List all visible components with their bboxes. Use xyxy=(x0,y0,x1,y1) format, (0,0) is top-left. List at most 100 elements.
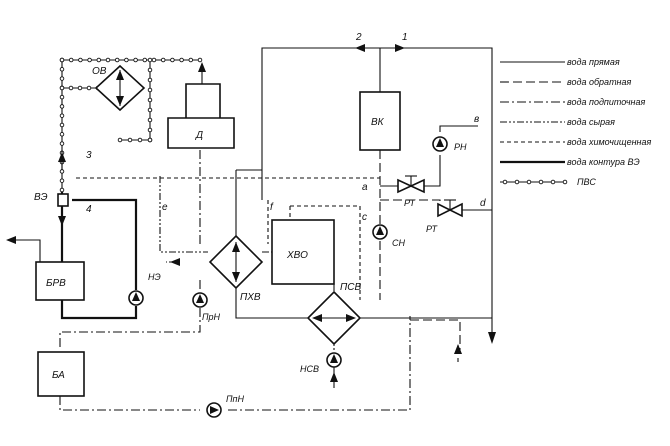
tank-ba xyxy=(37,351,85,397)
pvs-dot xyxy=(188,57,194,63)
legend-label-direct: вода прямая xyxy=(567,57,620,67)
legend-label-pvs: ПВС xyxy=(577,177,596,187)
pump-rn-label: РН xyxy=(454,142,467,152)
pvs-dot xyxy=(117,137,123,143)
pvs-dot xyxy=(147,87,153,93)
pvs-dot xyxy=(59,85,65,91)
pvs-dot xyxy=(133,57,138,63)
valve-rt-lower xyxy=(437,199,463,218)
pvs-dot xyxy=(68,57,74,63)
heat-exchanger-ov-label: ОВ xyxy=(92,66,107,77)
pump-ne xyxy=(128,290,144,306)
point-f-label: f xyxy=(270,202,274,213)
heat-exchanger-pkhv xyxy=(208,234,264,290)
deaerator-d xyxy=(167,83,235,149)
pump-ne-label: НЭ xyxy=(148,272,161,282)
boiler-vk xyxy=(359,91,401,151)
pvs-dot xyxy=(96,57,102,63)
pump-nsv xyxy=(326,352,342,368)
pvs-dot xyxy=(114,57,120,63)
pvs-dot xyxy=(147,107,153,113)
pvs-dot xyxy=(127,137,133,143)
pvs-dot xyxy=(68,85,74,91)
point-4-label: 4 xyxy=(86,204,92,215)
arrow-left-raw-icon xyxy=(170,258,180,266)
pvs-dot xyxy=(59,57,65,63)
pump-ppn xyxy=(206,402,222,418)
pvs-dot xyxy=(147,117,153,123)
pvs-dot xyxy=(59,169,65,174)
pvs-dot xyxy=(59,104,65,109)
pvs-dot xyxy=(78,57,83,63)
pump-rn xyxy=(432,136,448,152)
ejector-ve xyxy=(57,193,69,207)
pvs-dot xyxy=(197,57,203,63)
point-e-label: е xyxy=(162,202,168,213)
pvs-dot xyxy=(147,127,153,133)
return-water-lines xyxy=(379,150,462,362)
deaerator-d-label: Д xyxy=(195,130,203,141)
arrow-left-icon xyxy=(355,44,365,52)
pvs-dot xyxy=(151,57,157,63)
water-treatment-khvo-label: ХВО xyxy=(286,250,308,261)
arrow-up-deaerator-icon xyxy=(198,62,206,72)
pump-ppn-label: ПпН xyxy=(226,394,244,404)
pvs-dot xyxy=(59,187,65,193)
tank-brv-label: БРВ xyxy=(46,278,66,289)
legend-label-makeup: вода подпиточная xyxy=(567,97,645,107)
point-3-label: 3 xyxy=(86,150,92,161)
pvs-dot xyxy=(59,178,65,183)
pvs-dot xyxy=(137,137,143,143)
water-treatment-khvo xyxy=(271,219,335,285)
makeup-water-lines xyxy=(59,150,411,411)
pvs-dot xyxy=(147,137,153,143)
pump-prn-label: ПрН xyxy=(202,312,221,322)
pump-nsv-label: НСВ xyxy=(300,364,319,374)
pump-prn xyxy=(192,292,208,308)
pvs-dot xyxy=(59,141,65,146)
pvs-dot xyxy=(59,67,65,72)
arrow-down-right-icon xyxy=(488,332,496,344)
pvs-dot xyxy=(147,57,153,63)
pvs-dot xyxy=(87,57,92,63)
pvs-dot xyxy=(142,57,148,63)
pump-sn xyxy=(372,224,388,240)
valve-rt-upper-label: РТ xyxy=(404,198,416,208)
heat-exchanger-psv-label: ПСВ xyxy=(340,282,361,293)
boiler-vk-label: ВК xyxy=(371,117,385,128)
valve-rt-lower-label: РТ xyxy=(426,224,438,234)
point-1-label: 1 xyxy=(402,32,408,43)
legend-label-ve-circuit: вода контура ВЭ xyxy=(567,157,640,167)
pvs-dot xyxy=(170,57,175,63)
legend-label-return: вода обратная xyxy=(567,77,632,87)
heat-exchanger-psv xyxy=(306,290,362,346)
pvs-dot xyxy=(124,57,129,63)
pvs-dot xyxy=(160,57,166,63)
legend-pvs-dots xyxy=(502,179,568,185)
valve-rt-upper xyxy=(397,175,425,194)
pvs-dot xyxy=(147,77,153,83)
point-a-label: а xyxy=(362,182,368,193)
legend-label-chem: вода химочищенная xyxy=(567,137,652,147)
direct-water-lines xyxy=(235,44,496,344)
pvs-dot xyxy=(59,94,65,100)
point-d-label: d xyxy=(480,198,486,209)
pvs-dot xyxy=(59,122,65,128)
arrow-left-brv-icon xyxy=(6,236,16,244)
ejector-ve-label: ВЭ xyxy=(34,192,48,203)
arrow-down-4-icon xyxy=(58,216,66,226)
pvs-dot xyxy=(105,57,111,63)
pvs-dot xyxy=(59,132,65,137)
point-b-label: в xyxy=(474,114,479,125)
pvs-dot xyxy=(86,85,92,91)
pvs-dot xyxy=(59,76,65,81)
arrow-up-return-icon xyxy=(454,344,462,354)
chem-water-lines xyxy=(76,177,380,300)
tank-ba-label: БА xyxy=(52,370,65,381)
point-2-label: 2 xyxy=(355,32,362,43)
pvs-dot xyxy=(77,85,83,91)
pvs-dot xyxy=(147,67,153,73)
heat-exchanger-ov xyxy=(94,64,146,112)
arrow-up-nsv-icon xyxy=(330,372,338,382)
